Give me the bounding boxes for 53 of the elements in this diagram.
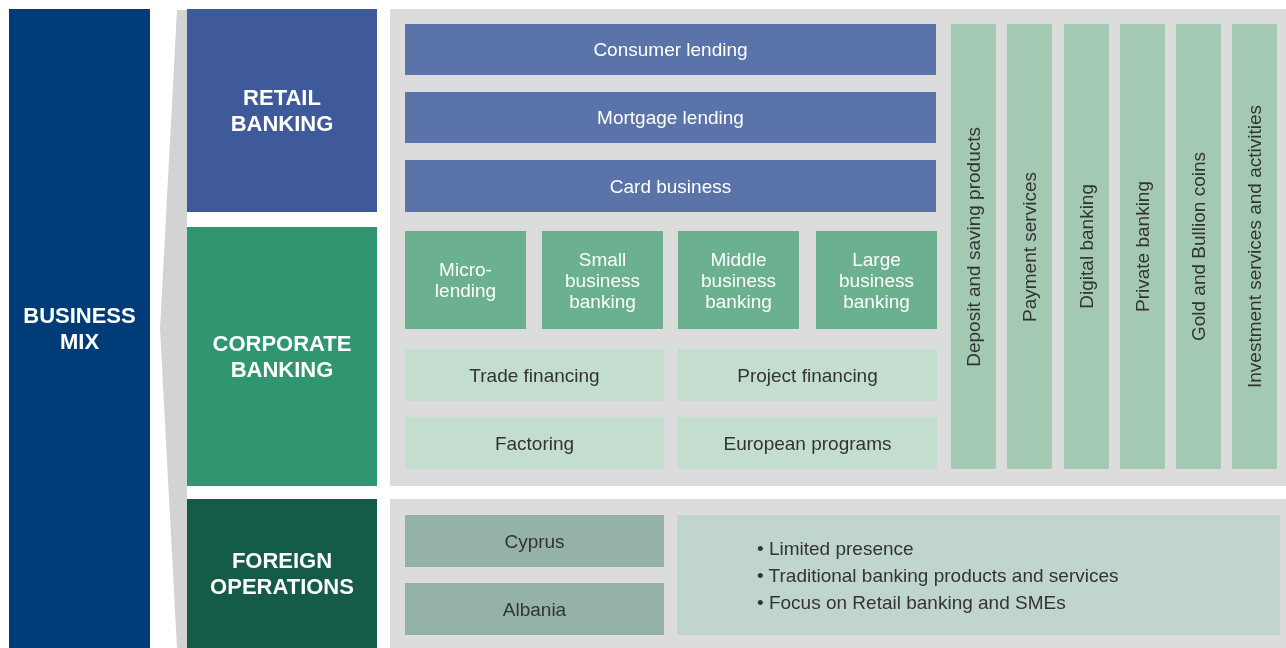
product-label: Albania bbox=[502, 598, 567, 620]
segment-label: BUSINESS MIX bbox=[22, 302, 137, 355]
product-box bbox=[816, 231, 937, 329]
country-box bbox=[405, 583, 664, 635]
bullet-item: • Limited presence bbox=[757, 536, 915, 561]
service-column bbox=[1007, 24, 1052, 469]
segment-label: RETAIL BANKING bbox=[229, 84, 335, 137]
product-label: Gold and Bullion coins bbox=[1188, 151, 1209, 342]
service-column bbox=[1176, 24, 1221, 469]
product-label: Middle business banking bbox=[700, 248, 777, 312]
product-box bbox=[678, 417, 937, 469]
segment-box bbox=[187, 499, 377, 648]
product-label: Card business bbox=[609, 175, 732, 197]
product-label: Trade financing bbox=[469, 364, 600, 386]
product-label: European programs bbox=[723, 432, 892, 454]
service-column bbox=[1064, 24, 1109, 469]
product-box bbox=[542, 231, 663, 329]
bullet-item: • Focus on Retail banking and SMEs bbox=[757, 590, 1067, 615]
info-box bbox=[677, 515, 1280, 635]
product-box bbox=[678, 231, 799, 329]
product-label: Cyprus bbox=[504, 530, 565, 552]
product-label: Mortgage lending bbox=[597, 107, 744, 128]
product-box bbox=[405, 231, 526, 329]
product-label: Deposit and saving products bbox=[963, 126, 984, 367]
service-column bbox=[1120, 24, 1165, 469]
product-label: Micro-lending bbox=[433, 259, 498, 301]
chevron-bracket bbox=[160, 10, 187, 648]
panel-background bbox=[390, 499, 1286, 648]
group-label-box bbox=[9, 9, 150, 648]
product-label: Private banking bbox=[1132, 181, 1153, 312]
product-box bbox=[405, 417, 664, 469]
segment-label: FOREIGN OPERATIONS bbox=[209, 547, 355, 600]
segment-label: CORPORATE BANKING bbox=[211, 330, 353, 383]
service-column bbox=[1232, 24, 1277, 469]
product-label: Factoring bbox=[494, 432, 575, 454]
product-label: Project financing bbox=[737, 364, 878, 386]
panel-background bbox=[390, 9, 1286, 486]
product-label: Payment services bbox=[1019, 171, 1040, 322]
product-box bbox=[405, 92, 936, 143]
product-label: Consumer lending bbox=[593, 39, 748, 60]
country-box bbox=[405, 515, 664, 567]
product-label: Investment services and activities bbox=[1244, 105, 1265, 388]
segment-box bbox=[187, 227, 377, 486]
product-box bbox=[678, 349, 937, 401]
product-box bbox=[405, 349, 664, 401]
bullet-item: • Traditional banking products and services bbox=[757, 563, 1119, 588]
segment-box bbox=[187, 9, 377, 212]
product-label: Small business banking bbox=[564, 248, 641, 312]
service-column bbox=[951, 24, 996, 469]
product-box bbox=[405, 24, 936, 75]
product-box bbox=[405, 160, 936, 212]
product-label: Large business banking bbox=[838, 248, 915, 312]
product-label: Digital banking bbox=[1076, 184, 1097, 309]
